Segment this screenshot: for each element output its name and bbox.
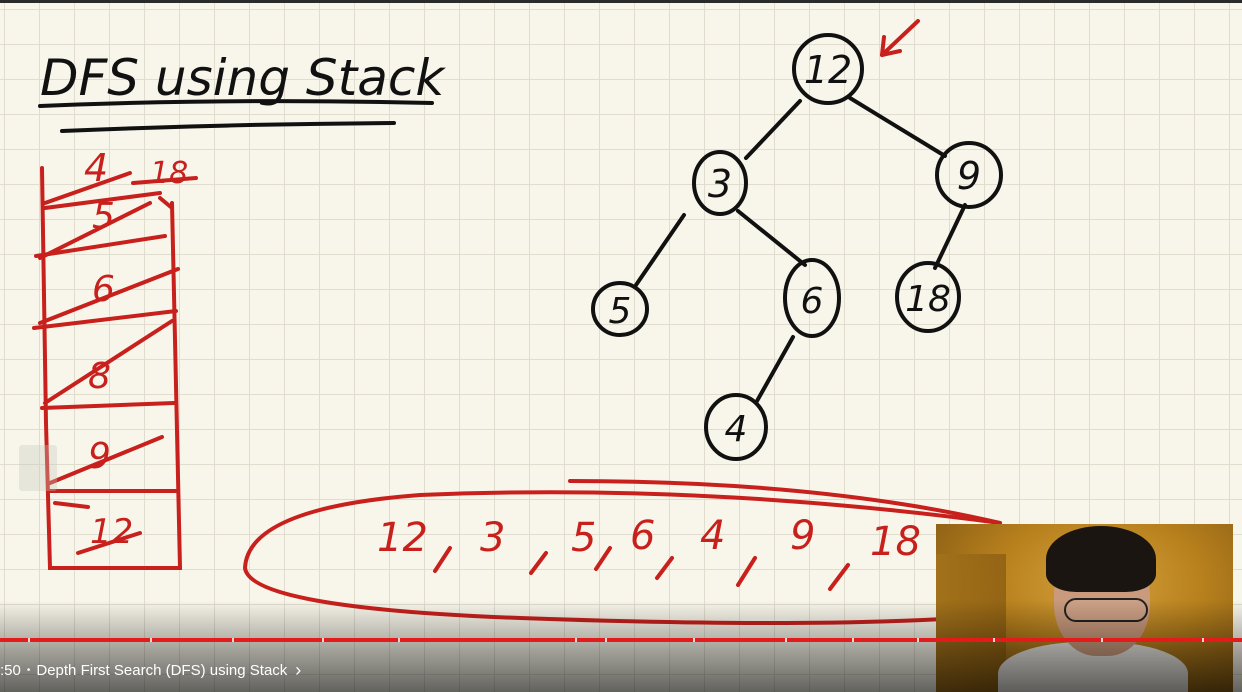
stack-cell: 12: [90, 512, 133, 552]
progress-bar[interactable]: [0, 638, 1242, 642]
drawing-layer: DFS using Stack 4 18 5 6 8 9: [32, 19, 1003, 625]
faded-button-ghost: [19, 445, 57, 491]
traversal-result: 12 3 5 6 4 9 18: [242, 479, 1002, 625]
stack-divider: [34, 234, 167, 258]
tree-edge: [744, 99, 802, 160]
traversal-value: 6: [630, 513, 655, 559]
player-gradient: [0, 600, 1242, 692]
tree-diagram: 12 3 9 5 6 18 4: [591, 19, 1003, 461]
tree-node: [895, 261, 961, 333]
tree-edge: [755, 335, 795, 403]
tree-node: [692, 150, 748, 216]
tree-edge: [736, 209, 807, 267]
stack-cell: 8: [88, 356, 111, 397]
chapter-title[interactable]: Depth First Search (DFS) using Stack: [36, 661, 288, 679]
stack-divider: [40, 401, 176, 410]
tree-node-value: 18: [905, 279, 951, 320]
tree-node: [935, 141, 1003, 209]
stack-cell: 9: [88, 436, 111, 477]
tree-node-value: 3: [708, 162, 732, 206]
traversal-value: 5: [571, 515, 596, 561]
traversal-value: 9: [790, 513, 815, 559]
tree-node: [704, 393, 768, 461]
tree-edge: [848, 96, 947, 158]
tree-node: [783, 258, 841, 338]
stack-cell: 5: [92, 196, 115, 237]
chevron-right-icon[interactable]: ›: [295, 659, 302, 680]
board-title: DFS using Stack: [40, 49, 446, 107]
chapter-bar[interactable]: :50 • Depth First Search (DFS) using Sta…: [0, 659, 301, 681]
stack-diagram: 4 18 5 6 8 9 12: [32, 146, 198, 570]
time-display: :50: [0, 661, 21, 679]
title-underline-2: [60, 121, 396, 133]
stack-cell: 6: [92, 269, 115, 310]
tree-node-value: 9: [957, 154, 981, 198]
stack-top-label: 18: [150, 156, 188, 191]
traversal-value: 12: [377, 515, 428, 561]
result-ellipse-top: [568, 479, 1002, 525]
stack-top-label: 4: [84, 146, 108, 190]
tree-edge: [933, 203, 967, 270]
tree-node-value: 12: [804, 48, 852, 92]
separator-dot: •: [26, 664, 31, 676]
traversal-value: 3: [480, 515, 505, 561]
stack-divider: [32, 309, 178, 330]
arrow-icon: [880, 19, 920, 57]
whiteboard-canvas: DFS using Stack 4 18 5 6 8 9: [0, 3, 1242, 692]
tree-node-value: 6: [801, 281, 824, 322]
traversal-value: 18: [870, 519, 921, 565]
tree-node-value: 4: [725, 409, 748, 450]
title-underline: [38, 99, 434, 108]
tree-node: [591, 281, 649, 337]
tree-node: [792, 33, 864, 105]
tree-edge: [634, 213, 686, 287]
stack-outline: [40, 166, 183, 570]
tree-node-value: 5: [609, 291, 632, 332]
traversal-value: 4: [700, 513, 725, 559]
